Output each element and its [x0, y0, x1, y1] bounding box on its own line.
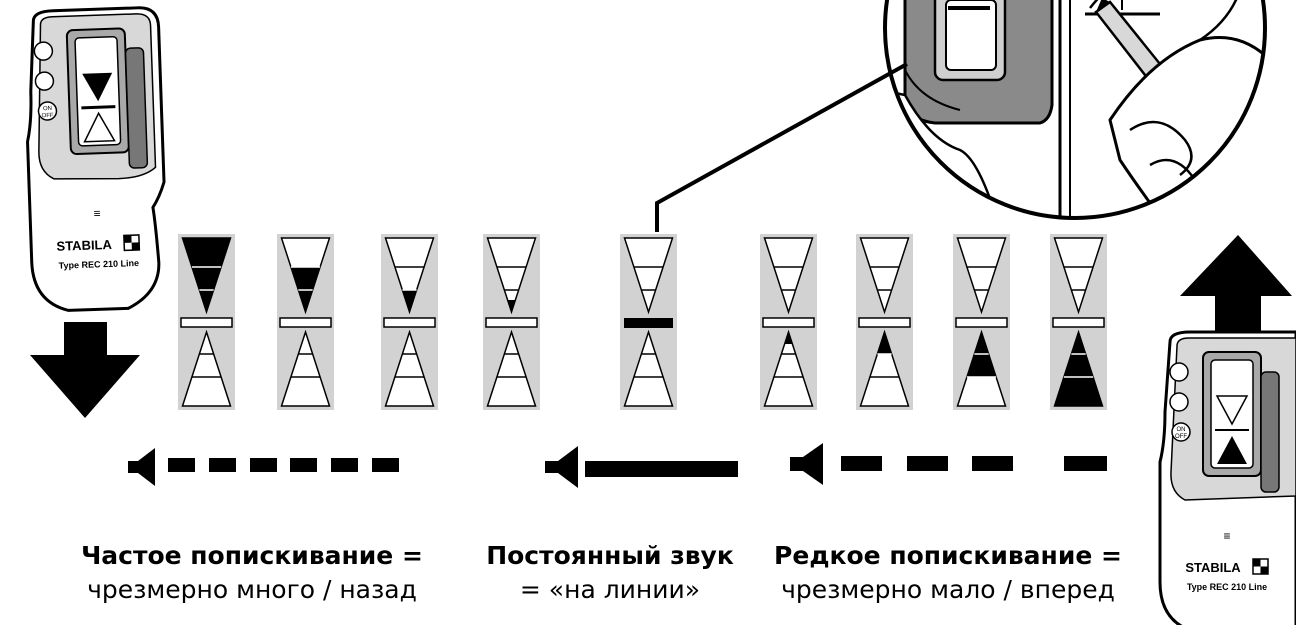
sensor-icon: ≡	[93, 206, 100, 220]
off-label: OFF	[42, 113, 55, 119]
speaker-icon	[545, 446, 578, 488]
arrow-up-icon	[1180, 235, 1292, 333]
indicator-panel	[483, 234, 540, 410]
indicator-panel	[620, 234, 677, 410]
brand-logo: STABILA	[1185, 560, 1241, 575]
indicator-panel	[178, 234, 235, 410]
device-right: ON OFF ≡ STABILA Type REC 210 Line	[1158, 330, 1296, 629]
off-label: OFF	[1175, 434, 1187, 440]
sound-constant	[545, 446, 738, 488]
model-label: Type REC 210 Line	[1187, 582, 1267, 592]
on-label: ON	[1177, 427, 1186, 433]
model-label: Type REC 210 Line	[59, 258, 140, 271]
indicator-panel	[277, 234, 334, 410]
indicator-row	[178, 234, 1107, 410]
sound-rare	[790, 443, 1107, 485]
arrow-down-icon	[30, 322, 140, 418]
sensor-icon: ≡	[1223, 529, 1230, 543]
sound-frequent	[128, 448, 399, 486]
connector-line	[655, 62, 908, 232]
label-rare: Редкое попискивание = чрезмерно мало / в…	[752, 539, 1144, 607]
indicator-panel	[760, 234, 817, 410]
indicator-panel	[1050, 234, 1107, 410]
label-rare-desc: чрезмерно мало / вперед	[781, 575, 1115, 604]
indicator-panel	[381, 234, 438, 410]
label-constant-title: Постоянный звук	[486, 541, 734, 570]
speaker-icon	[128, 448, 155, 486]
indicator-panel	[953, 234, 1010, 410]
device-left: ON OFF ≡ STABILA Type REC 210 Line	[26, 6, 166, 312]
label-rare-title: Редкое попискивание =	[774, 541, 1122, 570]
on-label: ON	[43, 106, 52, 112]
label-frequent-title: Частое попискивание =	[81, 541, 423, 570]
magnifier-detail	[883, 0, 1267, 220]
label-frequent-desc: чрезмерно много / назад	[87, 575, 417, 604]
label-frequent: Частое попискивание = чрезмерно много / …	[42, 539, 462, 607]
speaker-icon	[790, 443, 823, 485]
label-constant: Постоянный звук = «на линии»	[476, 539, 744, 607]
brand-logo: STABILA	[56, 237, 112, 254]
label-constant-desc: = «на линии»	[519, 575, 701, 604]
indicator-panel	[856, 234, 913, 410]
